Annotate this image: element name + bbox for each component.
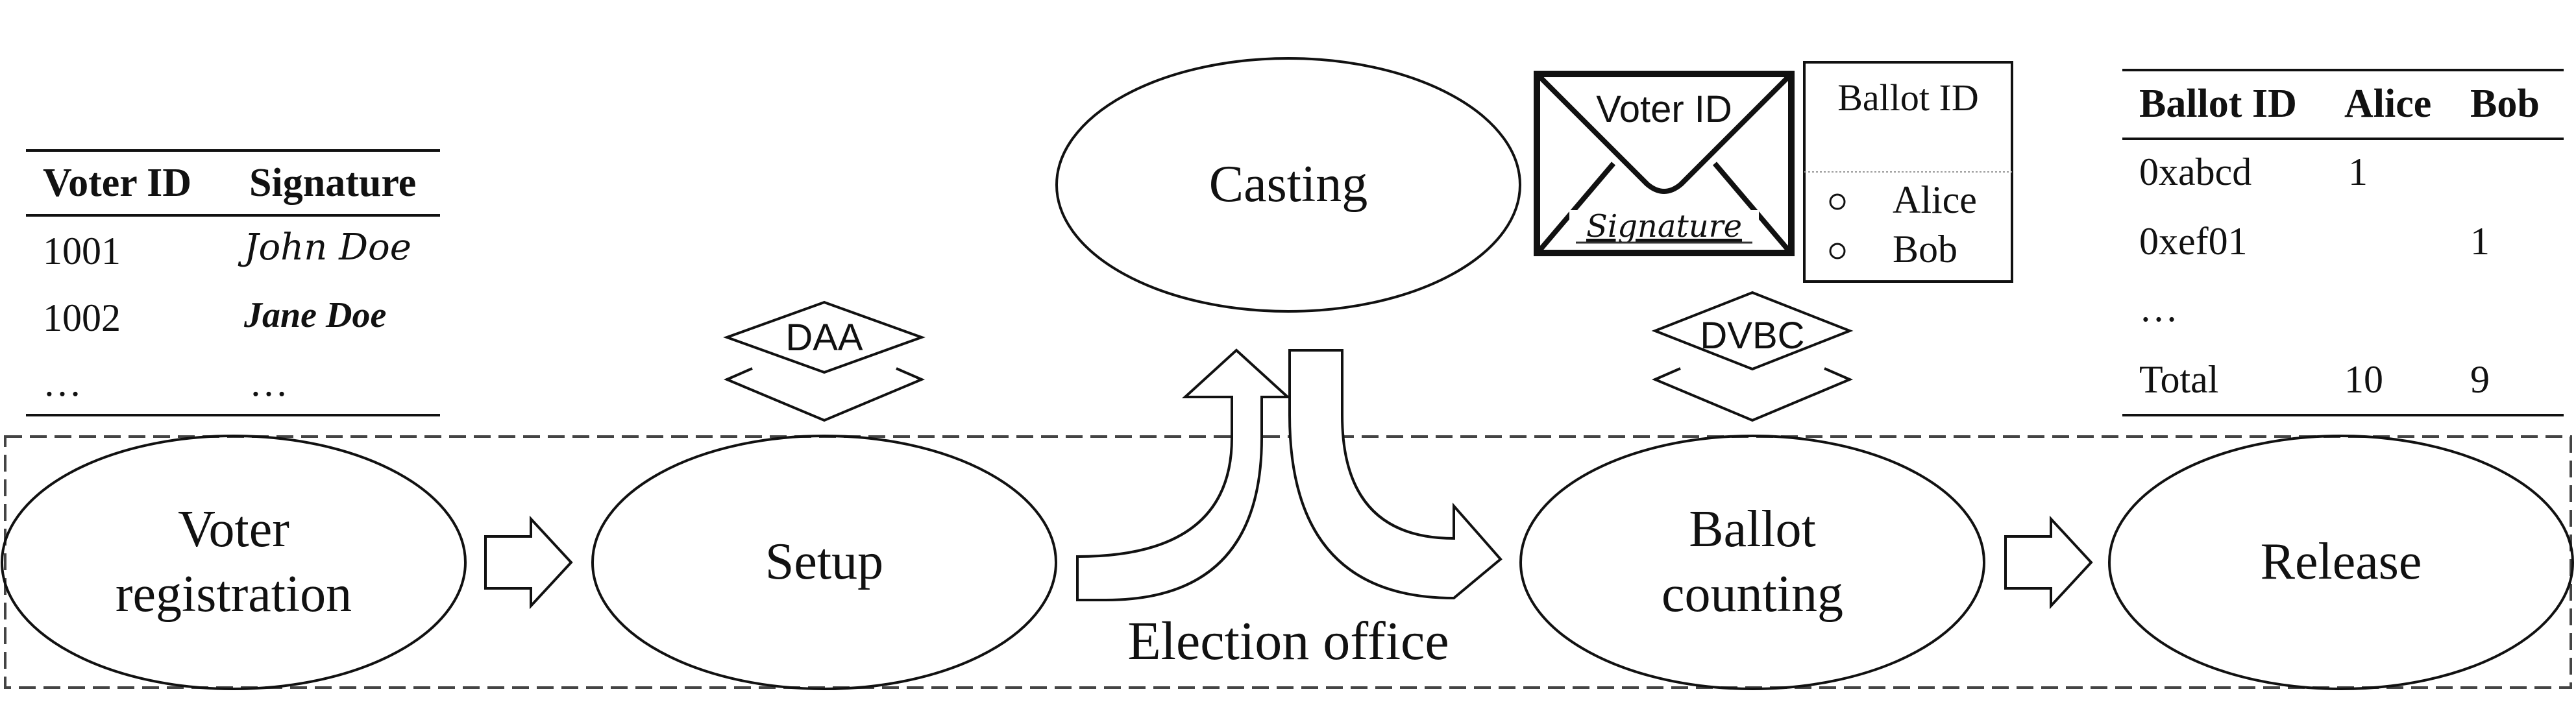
signature-cell: …	[249, 361, 288, 404]
column-header-bob: Bob	[2470, 82, 2540, 126]
node-label: counting	[1662, 566, 1843, 623]
ballot-id-cell: Total	[2139, 358, 2218, 401]
node-label: Casting	[1209, 156, 1368, 213]
voter-id-cell: 1002	[43, 296, 121, 339]
tally-table: Ballot ID Alice Bob 0xabcd 1 0xef01 1 … …	[2122, 69, 2564, 416]
arrow-counting-to-release	[2004, 515, 2093, 610]
node-label: Ballot	[1689, 501, 1816, 558]
ballot-option-label: Bob	[1893, 228, 1957, 270]
alice-count-cell: 1	[2348, 150, 2368, 193]
column-header-alice: Alice	[2344, 82, 2431, 126]
node-ballot-counting: Ballot counting	[1519, 435, 1985, 690]
node-label: Setup	[765, 533, 883, 590]
signature-cell: Jane Doe	[243, 295, 386, 335]
envelope-icon: Voter ID Signature	[1534, 71, 1795, 256]
node-casting: Casting	[1055, 57, 1521, 313]
election-office-region	[4, 435, 2572, 689]
election-office-label: Election office	[1127, 611, 1449, 671]
dvbc-label: DVBC	[1700, 315, 1804, 357]
node-voter-registration: Voter registration	[1, 435, 467, 690]
node-label: Voter	[178, 501, 289, 558]
bob-count-cell: 9	[2470, 358, 2490, 401]
daa-label: DAA	[785, 317, 863, 359]
node-setup: Setup	[591, 435, 1057, 690]
voter-registration-table: Voter ID Signature 1001 John Doe 1002 Ja…	[26, 149, 440, 416]
ballot-id-cell: …	[2139, 287, 2178, 330]
node-shape	[591, 435, 1057, 690]
ballot-id-cell: 0xabcd	[2139, 150, 2251, 193]
radio-option-icon	[1829, 243, 1846, 259]
dvbc-lower-layer	[1651, 367, 1854, 422]
envelope-signature: Signature	[1586, 208, 1742, 245]
daa-upper-layer	[723, 300, 926, 374]
envelope-fold-right	[1712, 162, 1791, 252]
dvbc-key-icon: DVBC	[1651, 291, 1854, 422]
arrow-casting-to-counting	[1288, 349, 1503, 600]
node-label: registration	[116, 566, 352, 623]
arrow-registration-to-setup	[484, 515, 573, 610]
ballot-option-label: Alice	[1893, 178, 1977, 221]
voter-id-cell: …	[43, 361, 82, 404]
node-shape	[1055, 57, 1521, 313]
bob-count-cell: 1	[2470, 220, 2490, 263]
column-header-signature: Signature	[249, 161, 416, 205]
voter-id-cell: 1001	[43, 230, 121, 272]
signature-cell: John Doe	[238, 226, 411, 269]
radio-option-icon	[1829, 193, 1846, 210]
daa-lower-layer	[723, 367, 926, 422]
column-header-ballot-id: Ballot ID	[2139, 82, 2297, 126]
node-label: Release	[2261, 533, 2422, 590]
arrow-setup-to-casting	[1076, 348, 1292, 601]
ballot-title: Ballot ID	[1837, 77, 1978, 119]
alice-count-cell: 10	[2344, 358, 2383, 401]
column-header-voter-id: Voter ID	[43, 161, 191, 205]
ballot-id-cell: 0xef01	[2139, 220, 2248, 263]
node-shape	[1, 435, 467, 690]
dvbc-upper-layer	[1651, 291, 1854, 371]
node-shape	[2108, 435, 2574, 690]
node-shape	[1519, 435, 1985, 690]
node-release: Release	[2108, 435, 2574, 690]
ballot-card: Ballot ID Alice Bob	[1803, 61, 2013, 283]
envelope-signature-backdrop	[1569, 210, 1759, 246]
daa-key-icon: DAA	[723, 300, 926, 422]
envelope-flap	[1538, 75, 1790, 194]
envelope-voter-id: Voter ID	[1596, 88, 1732, 130]
envelope-fold-left	[1538, 162, 1616, 252]
